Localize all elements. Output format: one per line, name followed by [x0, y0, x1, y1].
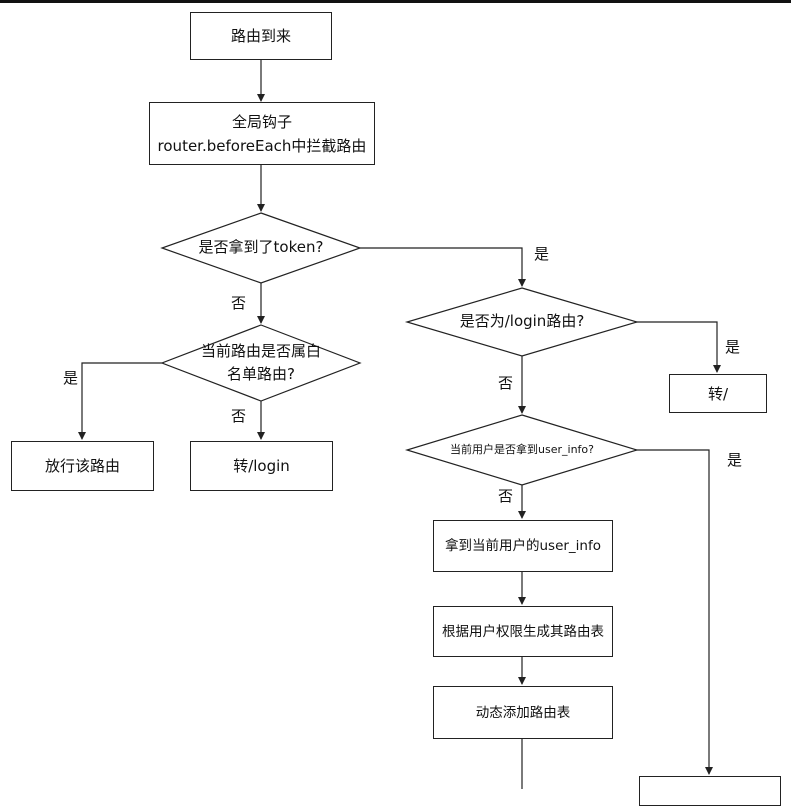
whitelist-text-line1: 当前路由是否属白	[200, 342, 321, 360]
login-no-label: 否	[498, 374, 514, 392]
goto-login-text: 转/login	[233, 457, 290, 475]
route-arrive-text: 路由到来	[230, 27, 291, 45]
global-hook-line1: 全局钩子	[231, 112, 292, 131]
goto-root-box: 转/	[669, 374, 767, 413]
edge-login-yes	[637, 321, 721, 373]
flowchart-canvas	[0, 0, 791, 789]
generate-routes-text: 根据用户权限生成其路由表	[442, 623, 604, 640]
userinfo-no-label: 否	[498, 487, 514, 505]
goto-root-text: 转/	[707, 384, 729, 403]
route-arrive-box: 路由到来	[190, 12, 332, 60]
edge-token-yes	[360, 247, 526, 287]
edge-userinfo-yes	[637, 449, 713, 775]
fetch-user-info-box: 拿到当前用户的user_info	[433, 520, 613, 572]
is-login-route-text: 是否为/login路由?	[459, 312, 585, 330]
top-border	[0, 0, 791, 3]
edge-whitelist-yes	[78, 362, 162, 440]
login-yes-label: 是	[725, 338, 741, 356]
offscreen-target-box	[639, 776, 781, 806]
generate-routes-box: 根据用户权限生成其路由表	[433, 606, 613, 657]
token-yes-label: 是	[534, 245, 550, 263]
fetch-user-info-text: 拿到当前用户的user_info	[444, 538, 601, 554]
userinfo-yes-label: 是	[727, 451, 743, 469]
goto-login-box: 转/login	[190, 441, 333, 491]
add-routes-box: 动态添加路由表	[433, 686, 613, 739]
token-no-label: 否	[231, 294, 247, 312]
allow-route-box: 放行该路由	[11, 441, 154, 491]
add-routes-text: 动态添加路由表	[475, 704, 571, 721]
connectors	[78, 59, 721, 789]
whitelist-text-line2: 名单路由?	[227, 365, 295, 383]
whitelist-no-label: 否	[231, 407, 247, 425]
global-hook-line2: router.beforeEach中拦截路由	[157, 136, 367, 155]
global-hook-box: 全局钩子 router.beforeEach中拦截路由	[149, 102, 375, 165]
has-user-info-text: 当前用户是否拿到user_info?	[450, 443, 594, 456]
has-token-text: 是否拿到了token?	[198, 238, 324, 256]
allow-route-text: 放行该路由	[44, 457, 120, 475]
whitelist-yes-label: 是	[63, 369, 79, 387]
